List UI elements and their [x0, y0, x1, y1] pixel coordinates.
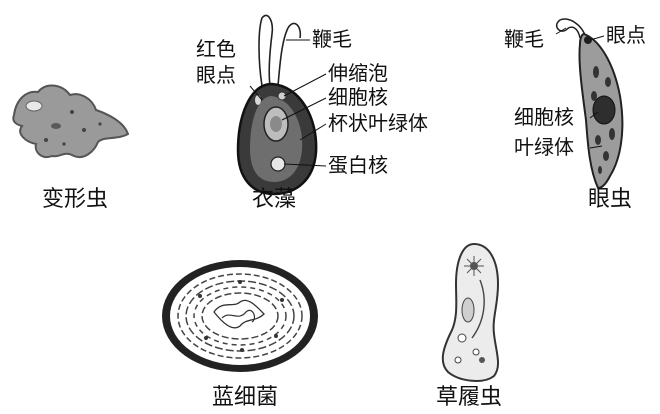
label-cup-chloroplast: 杯状叶绿体 [328, 111, 428, 135]
cyanobacteria-illustration [162, 260, 318, 372]
label-nucleus-euglena: 细胞核 [514, 105, 574, 129]
amoeba-caption: 变形虫 [42, 187, 108, 212]
cyanobacteria-caption: 蓝细菌 [212, 385, 278, 410]
euglena-caption: 眼虫 [588, 187, 632, 212]
label-pyrenoid: 蛋白核 [328, 153, 388, 177]
label-chloroplast-euglena: 叶绿体 [514, 135, 574, 159]
label-red: 红色 [196, 37, 236, 61]
chlamydomonas-illustration [236, 14, 327, 196]
paramecium-illustration [441, 242, 500, 382]
label-eyespot-euglena: 眼点 [606, 23, 646, 47]
label-flagellum-euglena: 鞭毛 [504, 27, 544, 51]
paramecium-caption: 草履虫 [436, 385, 502, 410]
label-contractile-vacuole: 伸缩泡 [328, 61, 388, 85]
label-flagellum-chlamydomonas: 鞭毛 [312, 27, 352, 51]
chlamydomonas-caption: 衣藻 [252, 187, 296, 212]
euglena-illustration [555, 18, 624, 190]
label-nucleus-chlamydomonas: 细胞核 [328, 85, 388, 109]
amoeba-illustration [12, 84, 130, 158]
label-eyespot-chlamydomonas: 眼点 [196, 63, 236, 87]
